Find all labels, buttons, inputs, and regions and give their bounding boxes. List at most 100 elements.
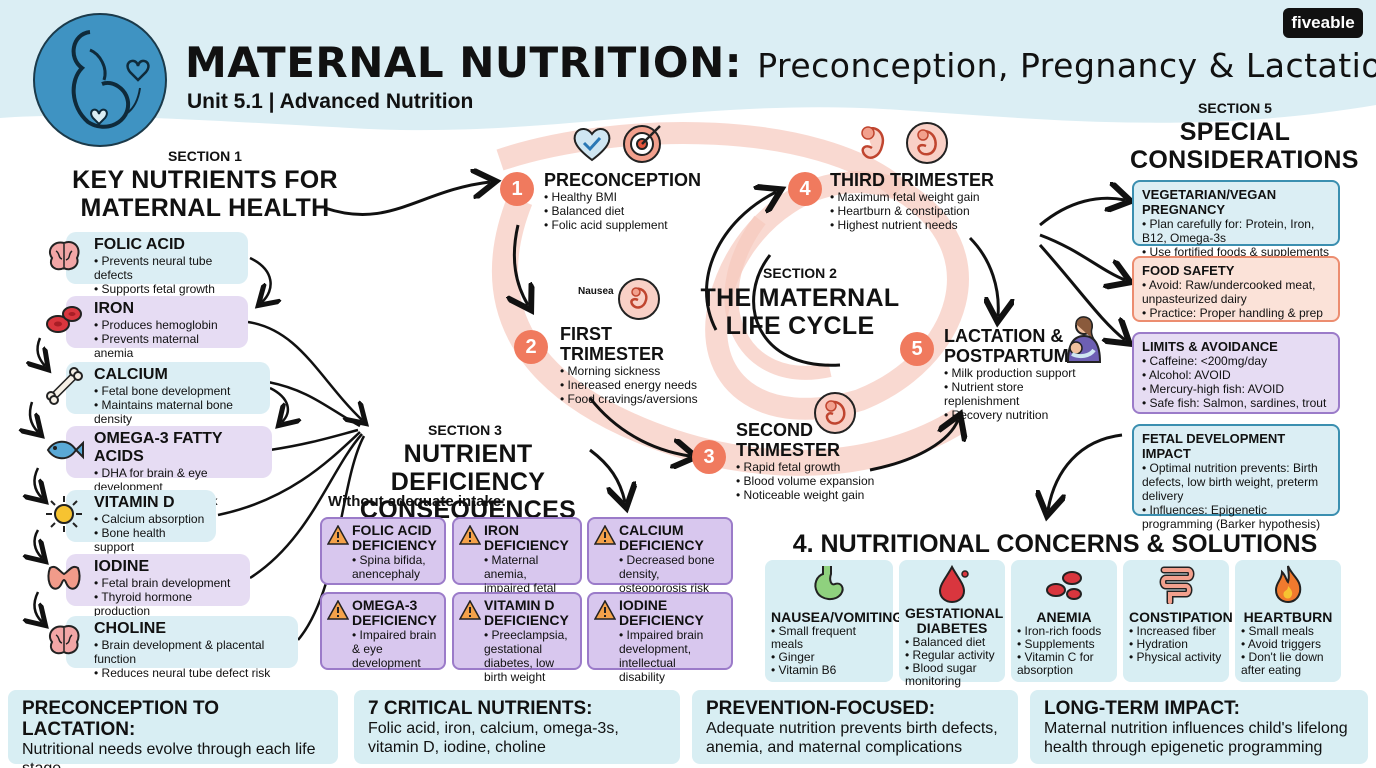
concern-point: Increased fiber — [1129, 625, 1223, 638]
warning-icon — [327, 525, 349, 545]
stage-2-first-trimester: 2 FIRST TRIMESTER Morning sicknessInerea… — [514, 324, 714, 406]
concern-title: NAUSEA/VOMITING — [771, 609, 904, 625]
special-card-food-safety: FOOD SAFETY Avoid: Raw/undercooked meat,… — [1132, 256, 1340, 322]
special-card-vegetarian: VEGETARIAN/VEGAN PREGNANCY Plan carefull… — [1132, 180, 1340, 259]
deficiency-point: Impaired brain development, intellectual… — [619, 628, 725, 684]
special-card-title: FETAL DEVELOPMENT IMPACT — [1142, 431, 1286, 461]
nutrient-name: IODINE — [94, 558, 150, 575]
footer-box-preconception: PRECONCEPTION TO LACTATION: Nutritional … — [8, 690, 338, 768]
nutrient-point: Brain development & placental function — [94, 638, 290, 666]
stomach-icon — [814, 566, 844, 600]
deficiency-title: DEFICIENCY — [484, 537, 569, 553]
concern-point: Physical activity — [1129, 651, 1223, 664]
bone-icon — [46, 367, 83, 405]
flame-icon — [1274, 565, 1302, 604]
stage-point: Maximum fetal weight gain — [830, 190, 998, 204]
section1-tag: SECTION 1 — [168, 148, 242, 164]
deficiency-title: FOLIC ACID — [352, 522, 432, 538]
nutrient-point: Maintains maternal bone density — [94, 398, 262, 426]
concern-card-nausea: NAUSEA/VOMITING Small frequent mealsGing… — [765, 560, 904, 682]
brand-badge[interactable]: fiveable — [1283, 8, 1363, 38]
warning-icon — [459, 525, 481, 545]
title-subtitle: Preconception, Pregnancy & Lactation — [757, 46, 1376, 85]
stage-point: Inereased energy needs — [560, 378, 714, 392]
nutrient-name: FOLIC ACID — [94, 236, 185, 253]
concern-point: Vitamin B6 — [771, 664, 887, 677]
footer-text: Nutritional needs evolve through each li… — [22, 741, 316, 768]
deficiency-title: DEFICIENCY — [352, 537, 437, 553]
blood-cells-icon — [1046, 571, 1082, 600]
thyroid-icon — [47, 565, 81, 590]
nutrient-card-calcium: CALCIUM Fetal bone developmentMaintains … — [46, 362, 270, 426]
fetus-icon — [618, 278, 660, 320]
deficiency-title: IRON — [484, 522, 519, 538]
footer-box-prevention: PREVENTION-FOCUSED: Adequate nutrition p… — [692, 690, 1018, 764]
nutrient-point: Fetal bone development — [94, 384, 262, 398]
section5-tag: SECTION 5 — [1198, 100, 1272, 116]
footer-text: Adequate nutrition prevents birth defect… — [706, 720, 998, 756]
deficiency-title: CALCIUM — [619, 522, 684, 538]
nutrient-point: Bone health support — [94, 526, 208, 554]
blood-cells-icon — [46, 306, 82, 333]
section3-title: NUTRIENT DEFICIENCY CONSEQUENCES — [335, 440, 601, 524]
deficiency-point: Preeclampsia, gestational diabetes, low … — [484, 628, 574, 684]
stage-point: Highest nutrient needs — [830, 218, 998, 232]
unit-label: Unit 5.1 | Advanced Nutrition — [187, 90, 474, 113]
section5-title: SPECIAL CONSIDERATIONS — [1130, 118, 1358, 174]
deficiency-title: OMEGA-3 — [352, 597, 418, 613]
deficiency-title: DEFICIENCY — [619, 537, 704, 553]
brain-icon — [48, 625, 80, 655]
stage-title: THIRD TRIMESTER — [830, 170, 994, 190]
concern-point: Regular activity — [905, 649, 999, 662]
footer-box-nutrients: 7 CRITICAL NUTRIENTS: Folic acid, iron, … — [354, 690, 680, 764]
nutrient-point: Supports fetal growth — [94, 282, 240, 296]
deficiency-card-iron: IRON DEFICIENCY Maternal anemia, impaire… — [452, 517, 582, 609]
intestine-icon — [1159, 566, 1195, 604]
footer-text: Folic acid, iron, calcium, omega-3s, vit… — [368, 720, 619, 756]
nutrient-card-iron: IRON Produces hemoglobinPrevents materna… — [46, 296, 248, 360]
concern-title: CONSTIPATION — [1129, 609, 1233, 625]
deficiency-point: Spina bifida, anencephaly — [352, 553, 438, 581]
warning-icon — [459, 600, 481, 620]
brain-icon — [48, 241, 80, 271]
section3-intro: Without adequate intake: — [328, 493, 507, 510]
section2-title: THE MATERNAL LIFE CYCLE — [700, 284, 900, 340]
footer-title: 7 CRITICAL NUTRIENTS: — [368, 698, 593, 719]
deficiency-title: VITAMIN D — [484, 597, 555, 613]
stage-point: Recovery nutrition — [944, 408, 1100, 422]
concern-point: Avoid triggers — [1241, 638, 1335, 651]
deficiency-card-folic-acid: FOLIC ACID DEFICIENCY Spina bifida, anen… — [320, 517, 446, 585]
section2-title-line2: LIFE CYCLE — [725, 312, 875, 340]
deficiency-card-omega3: OMEGA-3 DEFICIENCY Impaired brain & eye … — [320, 592, 446, 670]
section1-title-line2: MATERNAL HEALTH — [80, 194, 330, 222]
concern-point: Ginger — [771, 651, 887, 664]
stage-title: POSTPARTUM — [944, 346, 1069, 366]
stage-point: Noticeable weight gain — [736, 488, 892, 502]
fetus-icon — [814, 392, 856, 434]
concern-card-gestational-diabetes: GESTATIONAL DIABETES Balanced dietRegula… — [899, 560, 1005, 688]
special-card-point: Optimal nutrition prevents: Birth defect… — [1142, 461, 1330, 503]
nutrient-card-omega3: OMEGA-3 FATTY ACIDS DHA for brain & eye … — [46, 426, 272, 522]
target-icon — [623, 125, 661, 163]
fetus-icon — [861, 126, 885, 159]
special-card-title: LIMITS & AVOIDANCE — [1142, 339, 1278, 354]
special-card-title: FOOD SAFETY — [1142, 263, 1235, 278]
warning-icon — [594, 525, 616, 545]
heart-check-icon — [573, 128, 611, 162]
nutrient-name: CHOLINE — [94, 620, 166, 637]
concern-point: Balanced diet — [905, 636, 999, 649]
breastfeeding-mother-icon — [1066, 316, 1102, 363]
concern-point: Blood sugar monitoring — [905, 662, 999, 688]
special-card-title: VEGETARIAN/VEGAN PREGNANCY — [1142, 187, 1277, 217]
nutrient-name: CALCIUM — [94, 366, 168, 383]
header-band — [0, 0, 1376, 131]
concern-card-heartburn: HEARTBURN Small mealsAvoid triggersDon't… — [1235, 560, 1341, 682]
stage-1-preconception: 1 PRECONCEPTION Healthy BMIBalanced diet… — [500, 170, 701, 232]
concern-point: Iron-rich foods — [1017, 625, 1111, 638]
special-card-point: Caffeine: <200mg/day — [1142, 354, 1330, 368]
title-main: MATERNAL NUTRITION: — [185, 38, 743, 87]
special-card-point: Avoid: Raw/undercooked meat, unpasteuriz… — [1142, 278, 1330, 306]
footer-title: LONG-TERM IMPACT: — [1044, 698, 1240, 719]
concern-point: Supplements — [1017, 638, 1111, 651]
